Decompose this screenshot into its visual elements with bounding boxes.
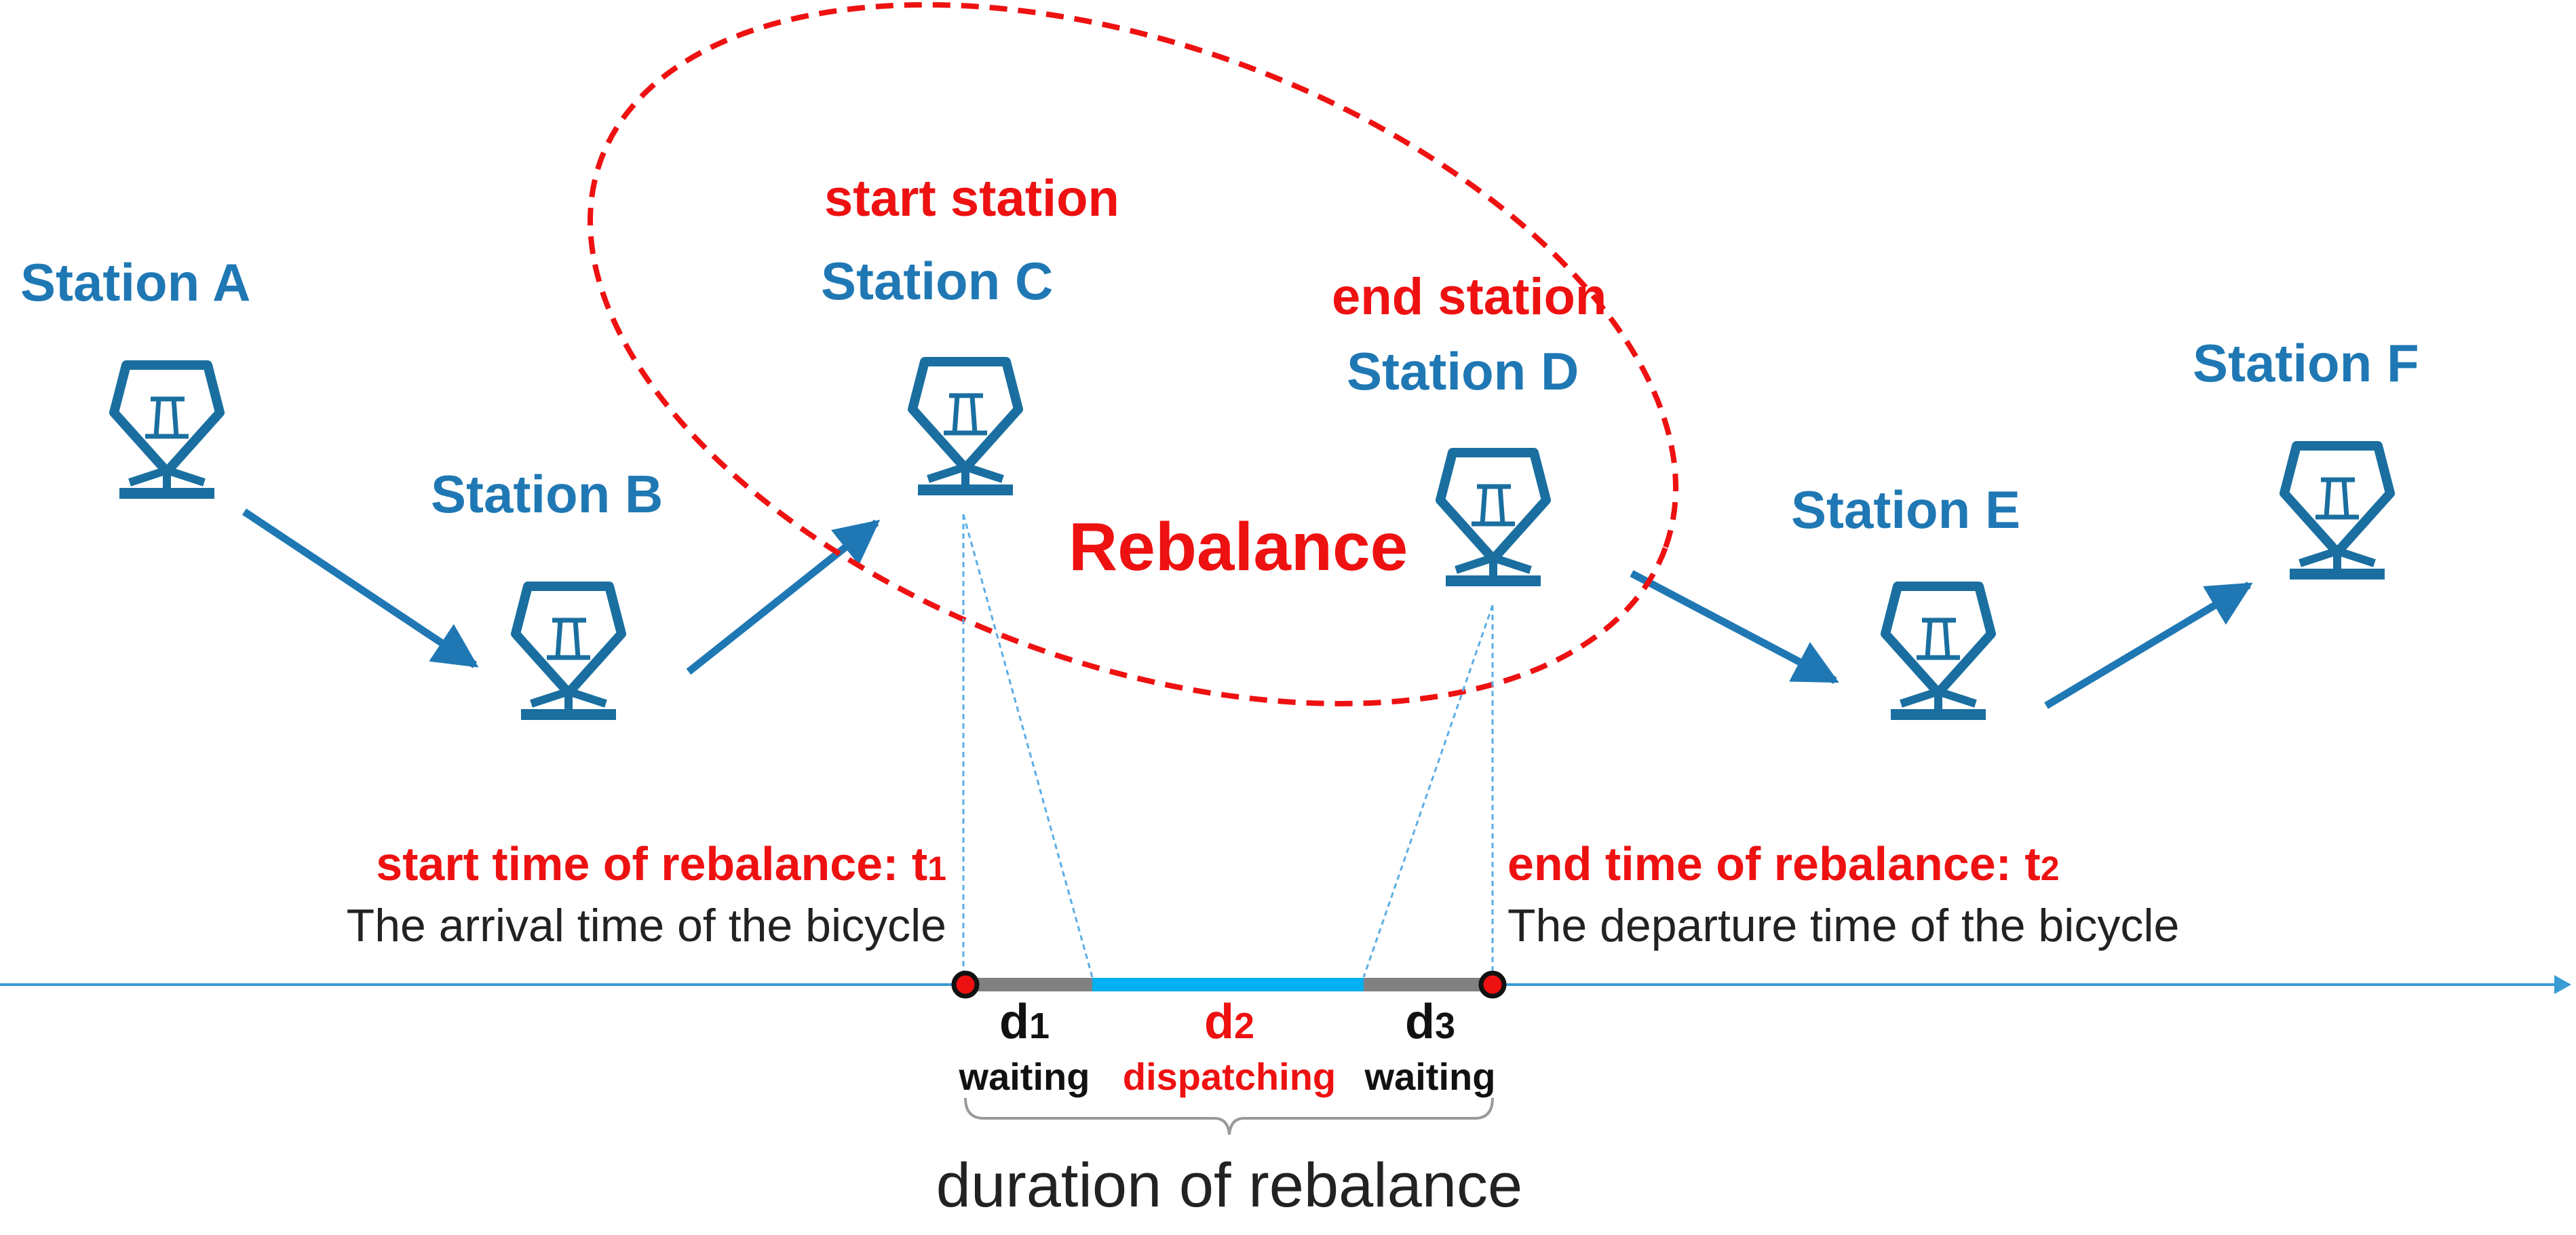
station-e-icon <box>1885 586 1991 720</box>
d3-symbol: d3 <box>1405 995 1455 1049</box>
t2-point <box>1478 970 1507 999</box>
start-time-label: start time of rebalance: t1 <box>376 837 946 890</box>
start-station-label: start station <box>824 170 1119 227</box>
station-b-label: Station B <box>431 464 663 524</box>
d1-symbol: d1 <box>999 995 1050 1049</box>
t1-point <box>951 970 980 999</box>
end-time-label: end time of rebalance: t2 <box>1507 837 2060 890</box>
station-f-label: Station F <box>2193 333 2419 393</box>
d3-waiting-label: waiting <box>1364 1055 1496 1098</box>
time-axis-arrowhead <box>2554 975 2571 994</box>
station-c-label: Station C <box>821 251 1053 311</box>
d2-dispatching-label: dispatching <box>1123 1055 1336 1098</box>
rebalance-ellipse <box>588 2 1678 706</box>
arrow-e-to-f <box>2044 582 2253 709</box>
station-e-label: Station E <box>1791 480 2020 539</box>
d1-waiting-label: waiting <box>959 1055 1090 1098</box>
station-a-icon <box>114 365 220 499</box>
station-d-label: Station D <box>1347 341 1579 401</box>
rebalance-label: Rebalance <box>1069 509 1408 585</box>
station-c-icon <box>912 362 1018 495</box>
arrow-b-to-c <box>686 519 881 675</box>
guide-d-diagonal <box>1362 605 1494 978</box>
duration-label: duration of rebalance <box>936 1151 1522 1220</box>
end-time-description: The departure time of the bicycle <box>1507 900 2179 951</box>
arrow-a-to-b <box>242 508 479 668</box>
station-d-icon <box>1440 453 1546 586</box>
station-f-icon <box>2284 446 2390 580</box>
duration-brace <box>964 1097 1494 1135</box>
end-station-label: end station <box>1332 268 1607 326</box>
guide-c-diagonal <box>962 514 1094 978</box>
station-a-label: Station A <box>20 252 250 312</box>
station-b-icon <box>516 586 621 720</box>
start-time-description: The arrival time of the bicycle <box>347 900 946 951</box>
d2-symbol: d2 <box>1204 995 1254 1049</box>
arrow-d-to-e <box>1630 570 1839 684</box>
